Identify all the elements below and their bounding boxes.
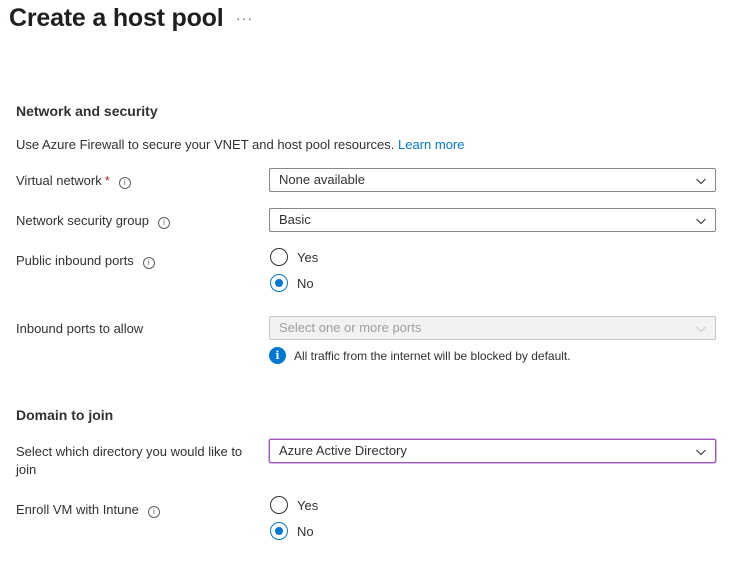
page-title: Create a host pool — [9, 4, 224, 32]
section-title-network: Network and security — [16, 103, 158, 119]
inbound-ports-label: Inbound ports to allow — [16, 321, 144, 336]
radio-circle[interactable] — [270, 496, 288, 514]
public-inbound-label: Public inbound ports i — [16, 252, 155, 270]
info-icon[interactable]: i — [147, 506, 160, 518]
intune-radio-no[interactable]: No — [270, 522, 314, 540]
inbound-ports-placeholder: Select one or more ports — [279, 320, 422, 335]
intune-radio-yes[interactable]: Yes — [270, 496, 318, 514]
directory-dropdown[interactable]: Azure Active Directory — [269, 439, 716, 463]
public-inbound-radio-yes[interactable]: Yes — [270, 248, 318, 266]
chevron-down-icon — [696, 218, 706, 225]
nsg-label-text: Network security group — [16, 213, 149, 228]
virtual-network-value: None available — [279, 172, 366, 187]
chevron-down-icon — [696, 178, 706, 185]
more-options-button[interactable]: ··· — [236, 10, 253, 26]
chevron-down-icon — [696, 449, 706, 456]
required-asterisk: * — [104, 173, 110, 188]
nsg-label: Network security group i — [16, 212, 170, 230]
radio-label: No — [297, 275, 314, 291]
directory-value: Azure Active Directory — [279, 443, 407, 458]
info-filled-icon: i — [269, 347, 286, 364]
learn-more-link[interactable]: Learn more — [398, 137, 465, 152]
intune-label-text: Enroll VM with Intune — [16, 502, 139, 517]
virtual-network-label-text: Virtual network — [16, 173, 102, 188]
firewall-description: Use Azure Firewall to secure your VNET a… — [16, 137, 465, 152]
description-text: Use Azure Firewall to secure your VNET a… — [16, 137, 395, 152]
radio-label: No — [297, 523, 314, 539]
radio-label: Yes — [297, 497, 319, 513]
info-icon[interactable]: i — [142, 257, 155, 269]
virtual-network-label: Virtual network* i — [16, 172, 131, 190]
public-inbound-label-text: Public inbound ports — [16, 253, 134, 268]
info-icon[interactable]: i — [118, 177, 131, 189]
public-inbound-radio-no[interactable]: No — [270, 274, 314, 292]
info-icon[interactable]: i — [157, 217, 170, 229]
radio-circle[interactable] — [270, 274, 288, 292]
note-text: All traffic from the internet will be bl… — [294, 348, 571, 363]
inbound-ports-note: i All traffic from the internet will be … — [269, 347, 571, 364]
radio-label: Yes — [297, 249, 319, 265]
radio-circle[interactable] — [270, 522, 288, 540]
intune-label: Enroll VM with Intune i — [16, 501, 160, 519]
inbound-ports-dropdown: Select one or more ports — [269, 316, 716, 340]
nsg-dropdown[interactable]: Basic — [269, 208, 716, 232]
section-title-domain: Domain to join — [16, 407, 114, 423]
radio-circle[interactable] — [270, 248, 288, 266]
directory-label: Select which directory you would like to… — [16, 444, 243, 477]
nsg-value: Basic — [279, 212, 311, 227]
chevron-down-icon — [696, 326, 706, 333]
virtual-network-dropdown[interactable]: None available — [269, 168, 716, 192]
